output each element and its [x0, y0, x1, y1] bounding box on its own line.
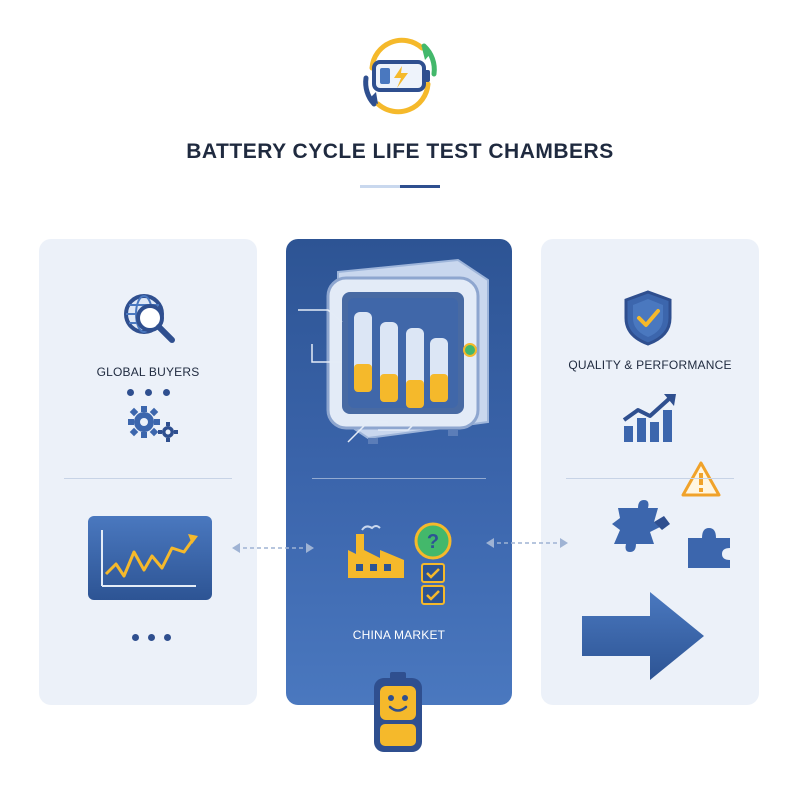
- divider: [312, 478, 486, 479]
- smiling-battery-icon: [374, 672, 422, 752]
- dot: [163, 389, 170, 396]
- quality-performance-label: QUALITY & PERFORMANCE: [568, 358, 732, 372]
- factory-icon: [348, 525, 404, 578]
- china-market-label: CHINA MARKET: [352, 628, 446, 642]
- magnifier-globe-icon: [124, 294, 175, 343]
- checklist-icon: [421, 563, 445, 605]
- battery-cycle-icon: [363, 37, 437, 115]
- svg-text:?: ?: [427, 531, 439, 553]
- title-underline: [360, 185, 440, 188]
- question-icon: ?: [414, 522, 452, 560]
- global-buyers-label: GLOBAL BUYERS: [96, 365, 200, 379]
- gears-icon: [128, 406, 178, 442]
- chart-screen-icon: [88, 516, 212, 600]
- dot: [145, 389, 152, 396]
- divider: [64, 478, 232, 479]
- puzzle-broken-icon: [612, 500, 670, 552]
- double-arrow-icon: [232, 543, 314, 553]
- warning-icon: [681, 461, 721, 497]
- page-title: BATTERY CYCLE LIFE TEST CHAMBERS: [186, 140, 614, 163]
- bar-chart-up-icon: [622, 394, 676, 442]
- arrow-right-icon: [582, 592, 704, 680]
- dot: [148, 634, 155, 641]
- shield-check-icon: [624, 290, 672, 346]
- puzzle-icon: [688, 528, 730, 568]
- dot: [132, 634, 139, 641]
- double-arrow-icon: [486, 538, 568, 548]
- test-chamber-icon: [298, 258, 489, 444]
- divider: [566, 478, 734, 479]
- dot: [127, 389, 134, 396]
- dot: [164, 634, 171, 641]
